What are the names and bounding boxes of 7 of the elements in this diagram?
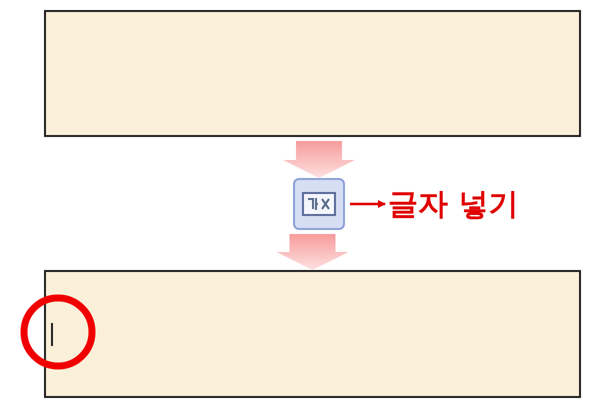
text-box-icon [293, 178, 345, 230]
block-arrow [276, 234, 348, 270]
empty-box [44, 270, 581, 398]
callout-text: 글자 넣기 [388, 186, 518, 224]
empty-box [44, 10, 581, 137]
block-arrow [283, 141, 355, 178]
arrow [350, 200, 386, 208]
